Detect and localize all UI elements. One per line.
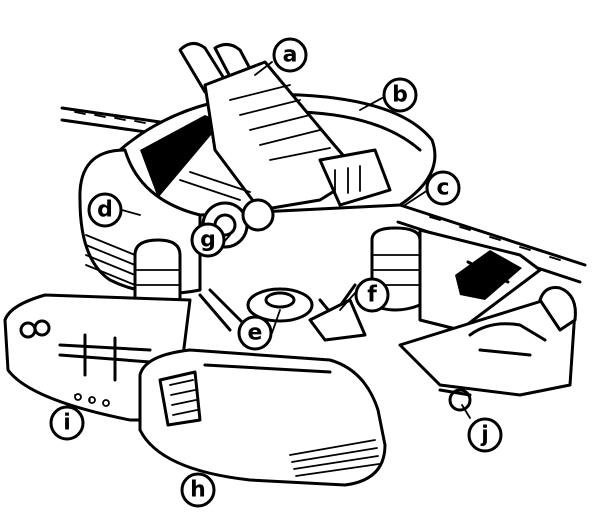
callout-h: h [180, 472, 216, 508]
callout-label-j: j [480, 423, 489, 448]
callout-i: i [49, 405, 85, 441]
callout-label-f: f [367, 283, 377, 308]
callout-label-b: b [392, 83, 408, 108]
cockpit-seat [398, 286, 577, 412]
callout-label-c: c [436, 176, 449, 201]
right-panel [418, 228, 542, 332]
callout-j: j [467, 417, 503, 453]
lower-capsule [138, 348, 387, 487]
callout-d: d [87, 192, 123, 228]
top-turret [178, 42, 392, 212]
callout-label-i: i [63, 411, 71, 436]
callout-label-e: e [248, 321, 263, 346]
callout-g: g [190, 222, 226, 258]
central-mechanism [198, 283, 367, 342]
callout-e: e [237, 315, 273, 351]
callout-b: b [382, 77, 418, 113]
callout-c: c [425, 170, 461, 206]
callout-label-a: a [283, 43, 298, 68]
callout-f: f [354, 277, 390, 313]
callout-label-d: d [97, 198, 113, 223]
callout-label-g: g [200, 228, 216, 253]
leader-lines [121, 61, 471, 419]
callout-a: a [272, 37, 308, 73]
callout-label-h: h [190, 478, 206, 503]
